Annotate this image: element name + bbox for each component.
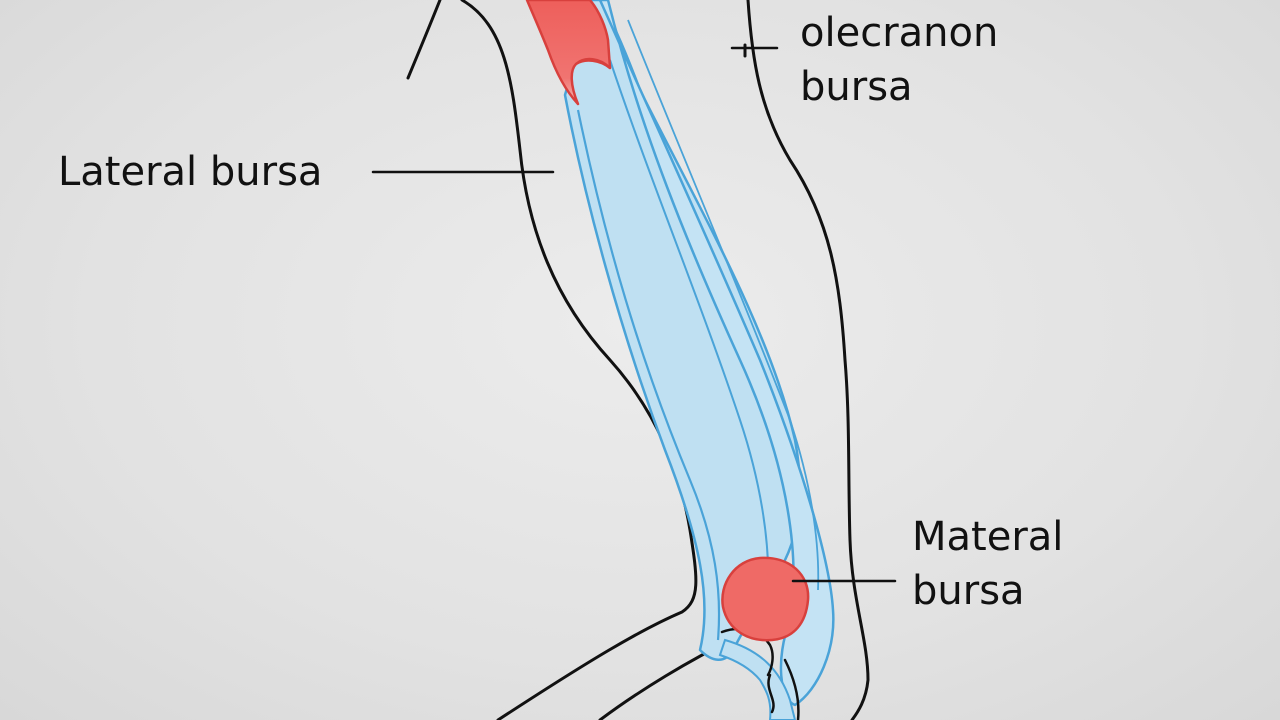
leader-lines — [371, 46, 897, 583]
arm-outline-inner — [460, 0, 698, 720]
tendons — [563, 0, 835, 720]
arm-outline-left — [406, 0, 442, 80]
olecranon-label-line2: bursa — [800, 64, 913, 110]
arm-outline-right — [746, 0, 870, 720]
tendon-lower-fan — [718, 638, 797, 720]
lateral-bursa-label: Lateral bursa — [58, 145, 322, 199]
medial-bursa-shape — [721, 556, 810, 642]
medial-label-line1: Materal — [912, 514, 1064, 560]
lateral-label-text: Lateral bursa — [58, 149, 323, 195]
tendon-line-2 — [609, 59, 770, 591]
olecranon-label-line1: olecranon — [800, 10, 999, 56]
olecranon-bursa-shape — [525, 0, 612, 106]
medial-bursa-label: Materal bursa — [912, 510, 1063, 618]
tendon-line-1 — [576, 109, 721, 641]
joint-notch — [767, 673, 775, 714]
medial-label-line2: bursa — [912, 568, 1025, 614]
olecranon-bursa-cap — [575, 57, 611, 69]
bursae — [525, 0, 810, 642]
joint-right — [783, 658, 800, 720]
tendon-line-3 — [627, 19, 820, 591]
olecranon-bursa-label: olecranon bursa — [800, 6, 998, 114]
tendon-right-band — [598, 0, 835, 707]
